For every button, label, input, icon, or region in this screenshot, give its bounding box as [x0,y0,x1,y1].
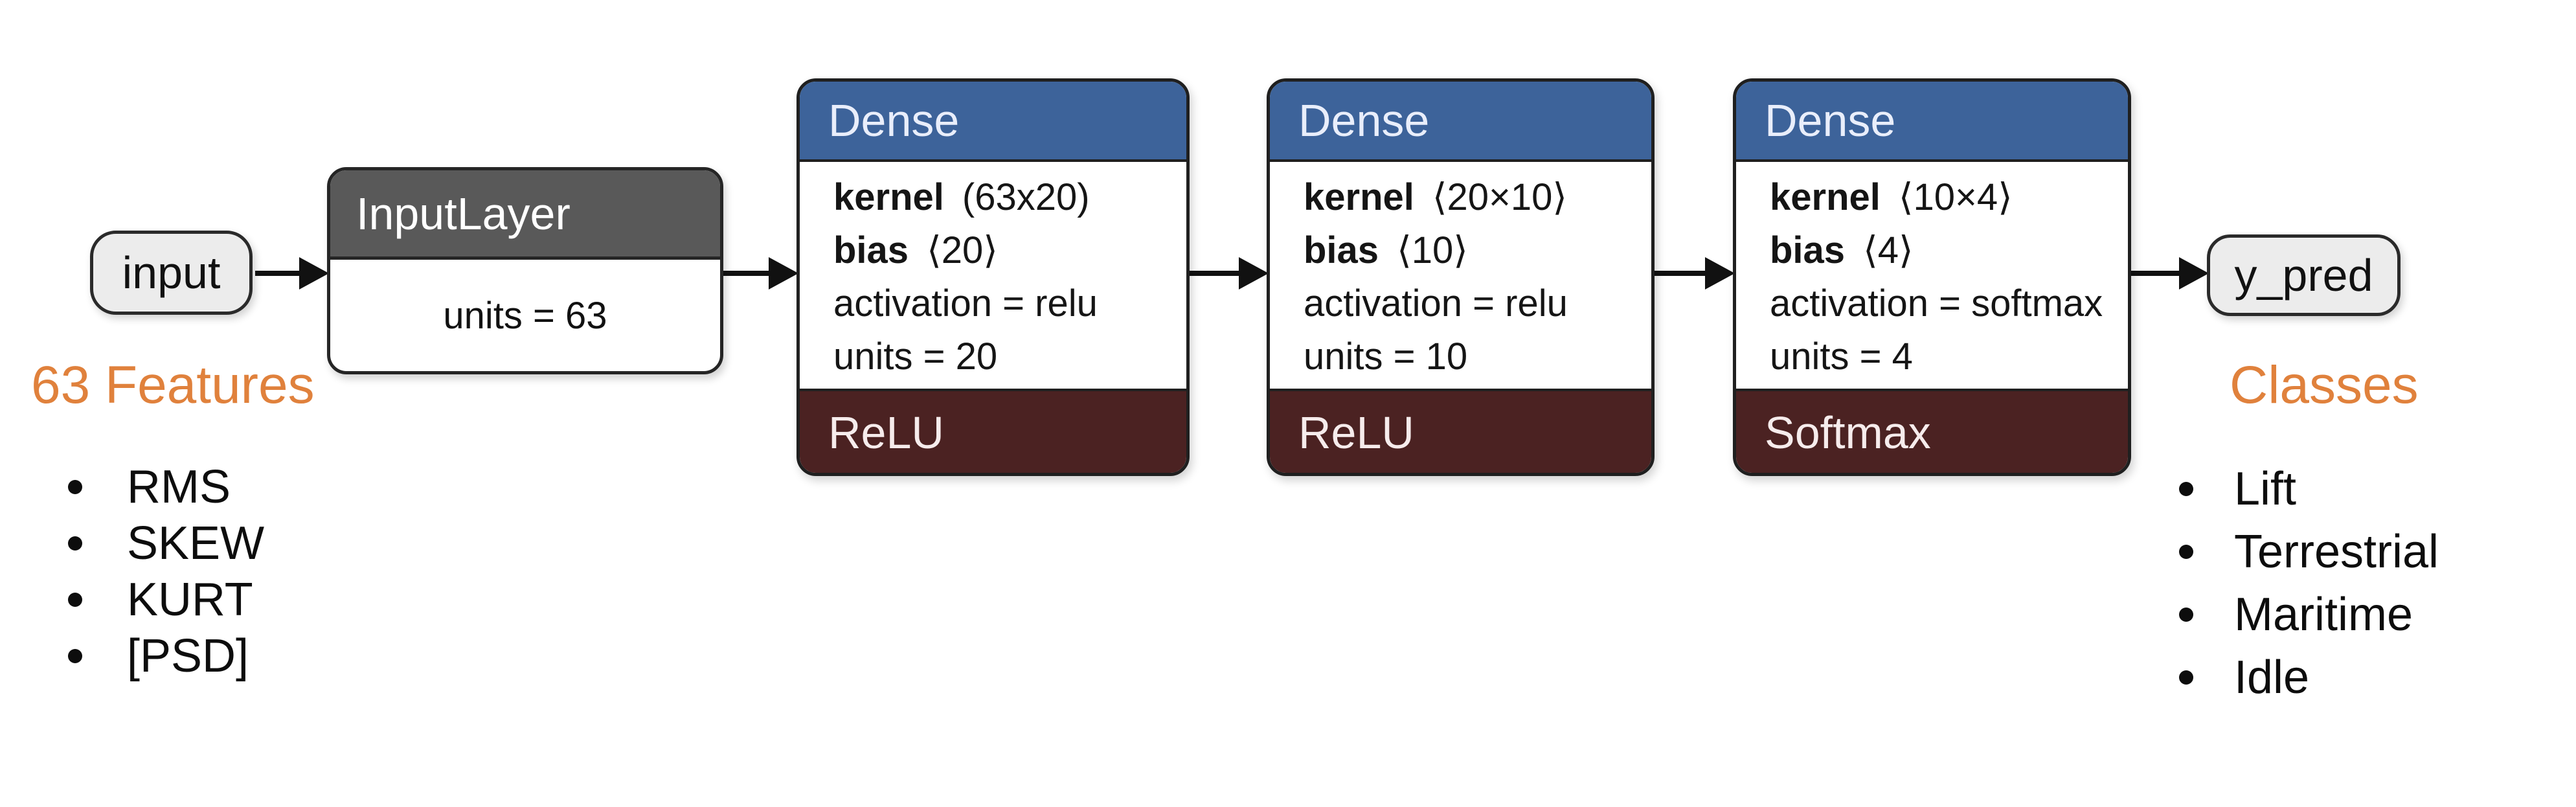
bullet-icon [2179,544,2193,559]
list-item-label: Lift [2234,462,2297,515]
arrow-dense1-to-dense2 [1188,257,1269,290]
list-item: Idle [2179,646,2439,709]
units-attr-line: units = 10 [1304,335,1468,378]
activation-footer: Softmax [1736,389,2128,473]
dense-layer-box-3: Dense kernel⟨10×4⟩ bias⟨4⟩ activation = … [1733,78,2131,476]
dense-layer-title: Dense [1765,95,1896,146]
list-item-label: Idle [2234,651,2310,703]
kernel-attr-line: kernel⟨20×10⟩ [1304,176,1568,218]
list-item: RMS [68,459,264,515]
kernel-attr-line: kernel(63x20) [833,176,1090,218]
dense-layer-header: Dense [1270,82,1651,162]
units-attr-line: units = 20 [833,335,998,378]
activation-attr-line: activation = softmax [1770,282,2103,324]
arrow-dense3-to-ypred [2130,257,2209,290]
bias-attr-line: bias⟨4⟩ [1770,229,1914,271]
features-list: RMS SKEW KURT [PSD] [68,459,264,684]
activation-attr-line: activation = relu [833,282,1098,324]
inputlayer-header: InputLayer [330,170,720,260]
list-item-label: [PSD] [127,630,249,682]
dense-layer-attrs: kernel⟨20×10⟩ bias⟨10⟩ activation = relu… [1270,162,1651,389]
dense-layer-box-1: Dense kernel(63x20) bias⟨20⟩ activation … [797,78,1190,476]
bullet-icon [68,536,82,551]
activation-footer: ReLU [800,389,1186,473]
inputlayer-units: units = 63 [443,294,607,337]
list-item: KURT [68,571,264,628]
list-item-label: RMS [127,460,231,513]
activation-footer: ReLU [1270,389,1651,473]
dense-layer-attrs: kernel⟨10×4⟩ bias⟨4⟩ activation = softma… [1736,162,2128,389]
list-item: SKEW [68,515,264,571]
arrow-dense2-to-dense3 [1653,257,1735,290]
dense-layer-title: Dense [828,95,960,146]
list-item: Maritime [2179,583,2439,646]
dense-layer-title: Dense [1298,95,1430,146]
dense-layer-header: Dense [800,82,1186,162]
arrow-inputlayer-to-dense1 [722,257,798,290]
activation-footer-label: Softmax [1765,407,1931,458]
bullet-icon [2179,481,2193,496]
units-attr-line: units = 4 [1770,335,1913,378]
features-heading: 63 Features [31,356,315,415]
input-node: input [90,231,253,315]
classes-list: Lift Terrestrial Maritime Idle [2179,457,2439,709]
bullet-icon [68,648,82,663]
ypred-node-label: y_pred [2234,250,2373,301]
classes-heading: Classes [2230,356,2419,415]
dense-layer-box-2: Dense kernel⟨20×10⟩ bias⟨10⟩ activation … [1267,78,1655,476]
list-item-label: Terrestrial [2234,525,2439,578]
arrow-input-to-inputlayer [255,257,329,290]
list-item: [PSD] [68,628,264,684]
kernel-attr-line: kernel⟨10×4⟩ [1770,176,2013,218]
bullet-icon [68,479,82,494]
inputlayer-body: units = 63 [330,260,720,371]
inputlayer-box: InputLayer units = 63 [327,167,723,374]
activation-footer-label: ReLU [828,407,944,458]
bias-attr-line: bias⟨20⟩ [833,229,998,271]
dense-layer-attrs: kernel(63x20) bias⟨20⟩ activation = relu… [800,162,1186,389]
bullet-icon [2179,670,2193,685]
list-item: Lift [2179,457,2439,520]
list-item: Terrestrial [2179,520,2439,583]
inputlayer-title: InputLayer [356,188,571,239]
list-item-label: KURT [127,573,253,626]
bullet-icon [68,592,82,607]
ypred-node: y_pred [2207,234,2401,316]
list-item-label: Maritime [2234,588,2413,641]
dense-layer-header: Dense [1736,82,2128,162]
bullet-icon [2179,607,2193,622]
activation-attr-line: activation = relu [1304,282,1568,324]
activation-footer-label: ReLU [1298,407,1414,458]
input-node-label: input [122,247,221,298]
bias-attr-line: bias⟨10⟩ [1304,229,1468,271]
list-item-label: SKEW [127,517,265,569]
